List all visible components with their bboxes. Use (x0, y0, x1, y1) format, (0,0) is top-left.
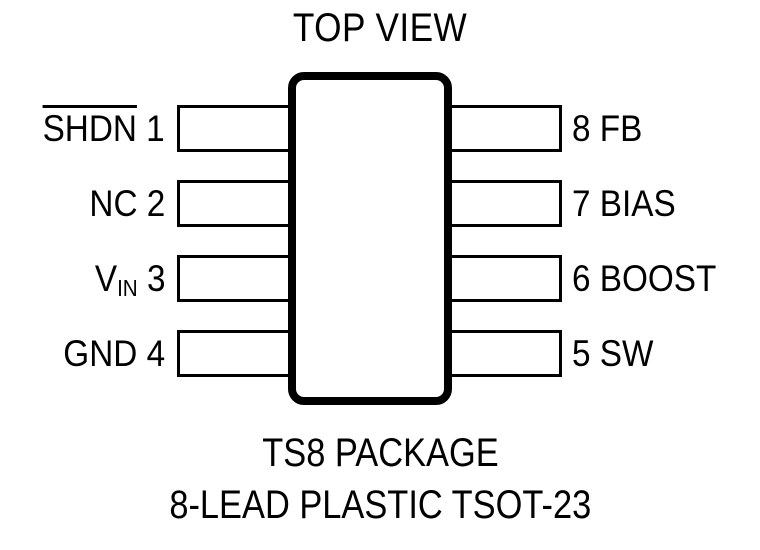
pin-label-7: 7 BIAS (572, 180, 687, 227)
pin-4-name: GND (63, 333, 138, 374)
pin-label-3: VIN 3 (87, 255, 165, 302)
pin-3-base: V (94, 258, 117, 299)
pin-1-name: SHDN (42, 108, 138, 149)
pin-1-number: 1 (146, 108, 165, 149)
pin-label-5: 5 SW (572, 330, 662, 377)
caption-package-description: 8-LEAD PLASTIC TSOT-23 (0, 482, 760, 528)
pin-lead-6 (447, 255, 562, 302)
pin-5-number: 5 (572, 333, 591, 374)
pin-7-number: 7 (572, 183, 591, 224)
pin-6-number: 6 (572, 258, 591, 299)
pin-lead-4 (177, 330, 295, 377)
pin-3-name: VIN (94, 258, 138, 302)
pin-2-number: 2 (146, 183, 165, 224)
pin-6-name: BOOST (599, 258, 717, 299)
pin-3-subscript: IN (116, 275, 138, 302)
pin-lead-1 (177, 105, 295, 152)
pin-label-4: GND 4 (52, 330, 165, 377)
pin-label-1: SHDN 1 (29, 105, 165, 152)
pin-3-number: 3 (146, 258, 165, 299)
package-body-outline (288, 72, 452, 405)
pin-lead-8 (447, 105, 562, 152)
pin-7-name: BIAS (599, 183, 676, 224)
caption-line-1-text: TS8 PACKAGE (261, 431, 499, 475)
pin-lead-7 (447, 180, 562, 227)
caption-line-2-text: 8-LEAD PLASTIC TSOT-23 (169, 483, 591, 527)
pin-lead-5 (447, 330, 562, 377)
pin-8-number: 8 (572, 108, 591, 149)
pin-label-6: 6 BOOST (572, 255, 732, 302)
pin-lead-3 (177, 255, 295, 302)
pin-label-8: 8 FB (572, 105, 650, 152)
pin-2-name: NC (89, 183, 138, 224)
pin-8-name: FB (599, 108, 643, 149)
pin-lead-2 (177, 180, 295, 227)
pin-label-2: NC 2 (81, 180, 165, 227)
diagram-title: TOP VIEW (292, 6, 468, 50)
pin-4-number: 4 (146, 333, 165, 374)
pin-5-name: SW (599, 333, 654, 374)
caption-package-name: TS8 PACKAGE (0, 430, 760, 476)
